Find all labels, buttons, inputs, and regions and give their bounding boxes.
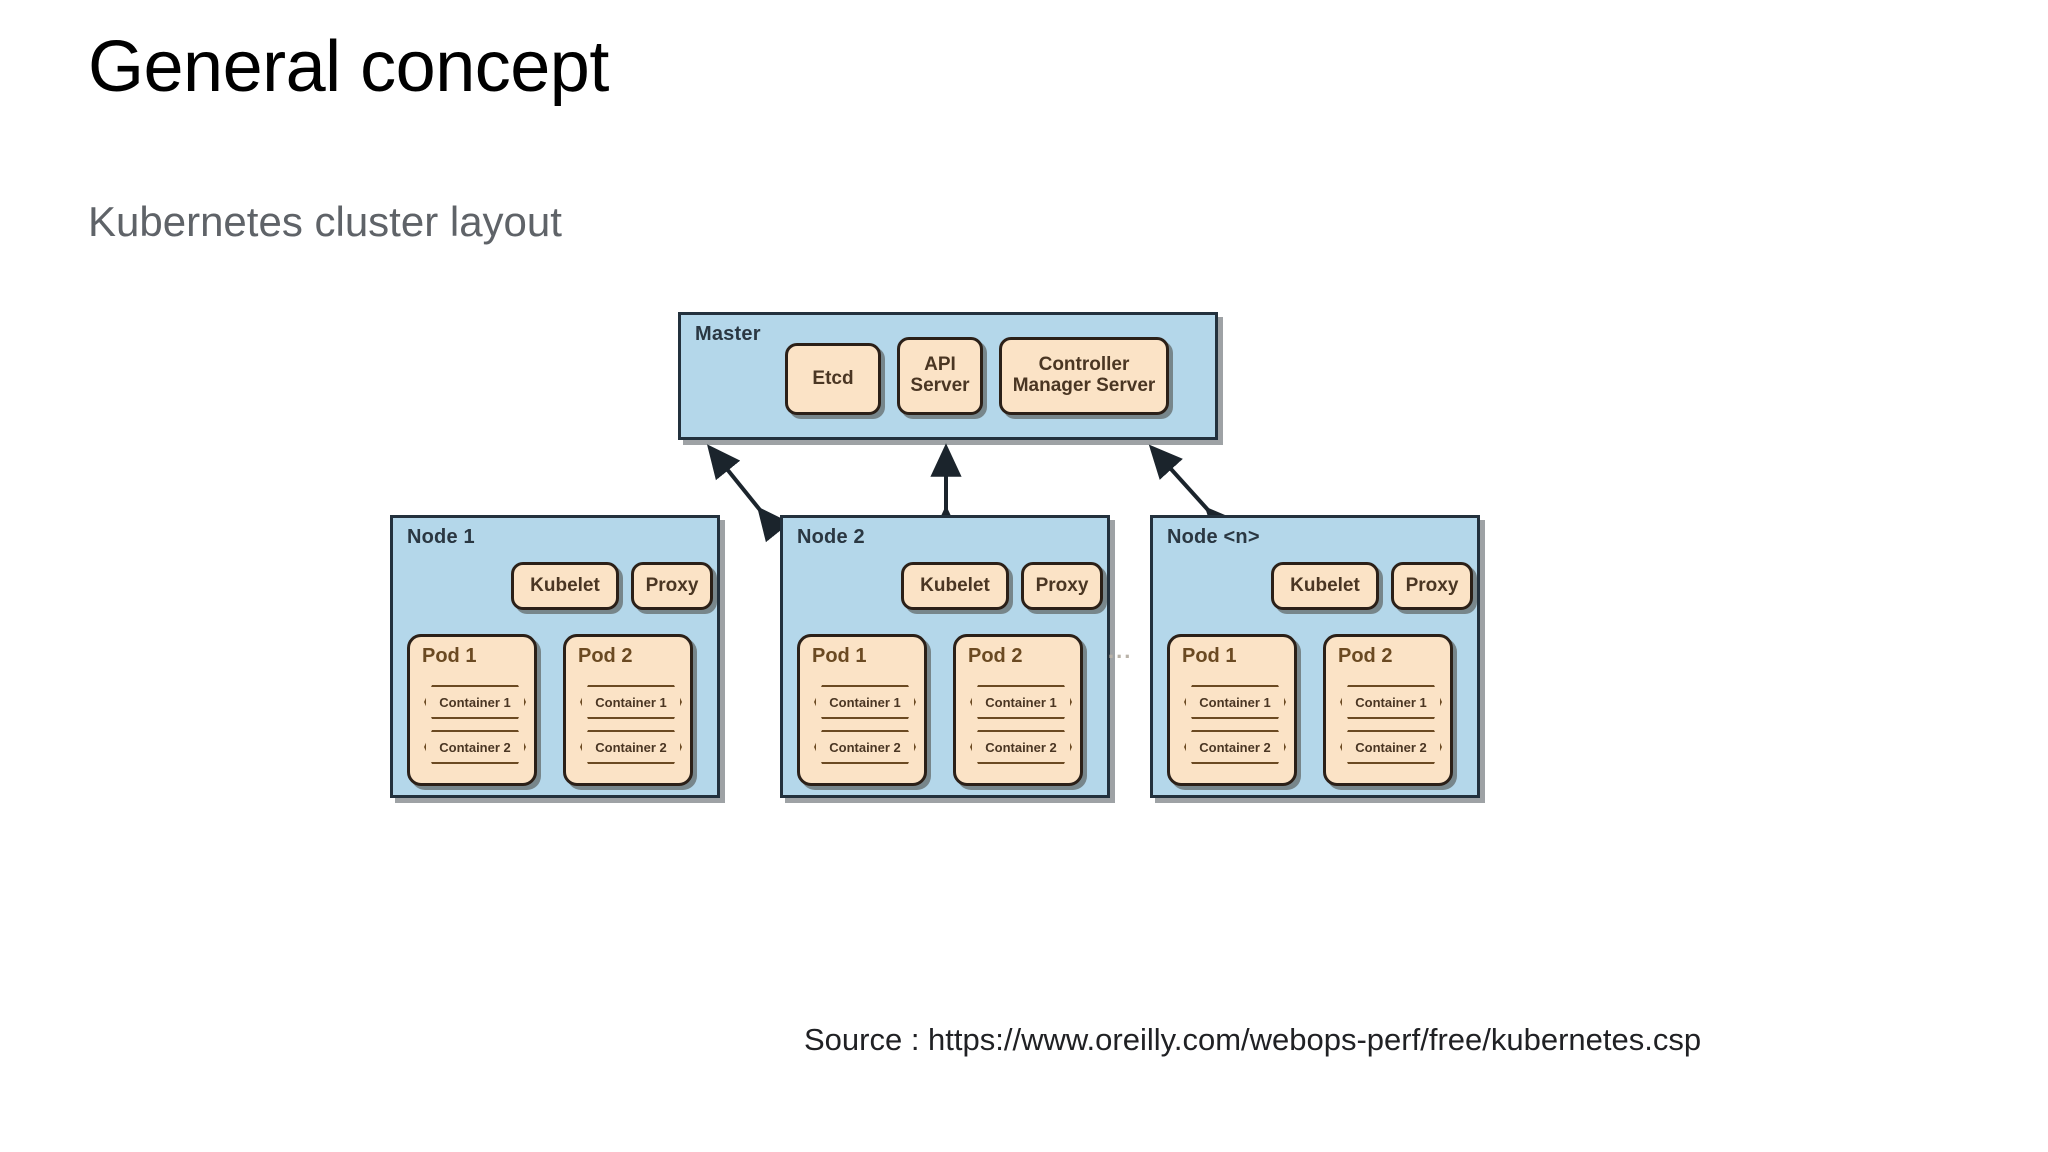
container-shape[interactable]: Container 1 <box>1184 685 1286 719</box>
pod-label: Pod 2 <box>578 645 633 667</box>
node-box-1[interactable]: Node 1 Kubelet Proxy Pod 1 Container 1 C… <box>390 515 720 798</box>
node-label-2: Node 2 <box>797 526 865 548</box>
pod-box-2-1[interactable]: Pod 1 Container 1 Container 2 <box>797 634 927 786</box>
arrow-master-node3 <box>1148 444 1239 542</box>
pod-box-n-2[interactable]: Pod 2 Container 1 Container 2 <box>1323 634 1453 786</box>
container-shape[interactable]: Container 1 <box>814 685 916 719</box>
api-server-component[interactable]: API Server <box>897 337 983 415</box>
source-citation: Source : https://www.oreilly.com/webops-… <box>804 1022 1702 1057</box>
pod-label: Pod 2 <box>968 645 1023 667</box>
page-subtitle: Kubernetes cluster layout <box>88 198 562 245</box>
container-shape[interactable]: Container 2 <box>1184 730 1286 764</box>
nodes-ellipsis: ... <box>1108 638 1133 663</box>
container-shape[interactable]: Container 2 <box>970 730 1072 764</box>
kubelet-component-n[interactable]: Kubelet <box>1271 562 1379 610</box>
proxy-component-1[interactable]: Proxy <box>631 562 713 610</box>
pod-label: Pod 1 <box>422 645 477 667</box>
container-shape[interactable]: Container 2 <box>1340 730 1442 764</box>
pod-box-1-2[interactable]: Pod 2 Container 1 Container 2 <box>563 634 693 786</box>
pod-box-1-1[interactable]: Pod 1 Container 1 Container 2 <box>407 634 537 786</box>
container-shape[interactable]: Container 2 <box>814 730 916 764</box>
proxy-component-2[interactable]: Proxy <box>1021 562 1103 610</box>
kubernetes-cluster-diagram: Master Etcd API Server Controller Manage… <box>390 300 1500 800</box>
node-box-n[interactable]: Node <n> Kubelet Proxy Pod 1 Container 1… <box>1150 515 1480 798</box>
node-label-1: Node 1 <box>407 526 475 548</box>
node-box-2[interactable]: Node 2 Kubelet Proxy Pod 1 Container 1 C… <box>780 515 1110 798</box>
container-shape[interactable]: Container 2 <box>424 730 526 764</box>
pod-label: Pod 1 <box>812 645 867 667</box>
master-label: Master <box>695 323 761 345</box>
container-shape[interactable]: Container 1 <box>424 685 526 719</box>
page-title: General concept <box>88 27 609 107</box>
proxy-component-n[interactable]: Proxy <box>1391 562 1473 610</box>
etcd-component[interactable]: Etcd <box>785 343 881 415</box>
node-label-n: Node <n> <box>1167 526 1260 548</box>
pod-box-2-2[interactable]: Pod 2 Container 1 Container 2 <box>953 634 1083 786</box>
container-shape[interactable]: Container 2 <box>580 730 682 764</box>
pod-box-n-1[interactable]: Pod 1 Container 1 Container 2 <box>1167 634 1297 786</box>
pod-label: Pod 1 <box>1182 645 1237 667</box>
kubelet-component-2[interactable]: Kubelet <box>901 562 1009 610</box>
container-shape[interactable]: Container 1 <box>580 685 682 719</box>
container-shape[interactable]: Container 1 <box>970 685 1072 719</box>
master-node-box[interactable]: Master Etcd API Server Controller Manage… <box>678 312 1218 440</box>
controller-manager-server-component[interactable]: Controller Manager Server <box>999 337 1169 415</box>
arrow-master-node1 <box>706 444 791 543</box>
container-shape[interactable]: Container 1 <box>1340 685 1442 719</box>
pod-label: Pod 2 <box>1338 645 1393 667</box>
kubelet-component-1[interactable]: Kubelet <box>511 562 619 610</box>
